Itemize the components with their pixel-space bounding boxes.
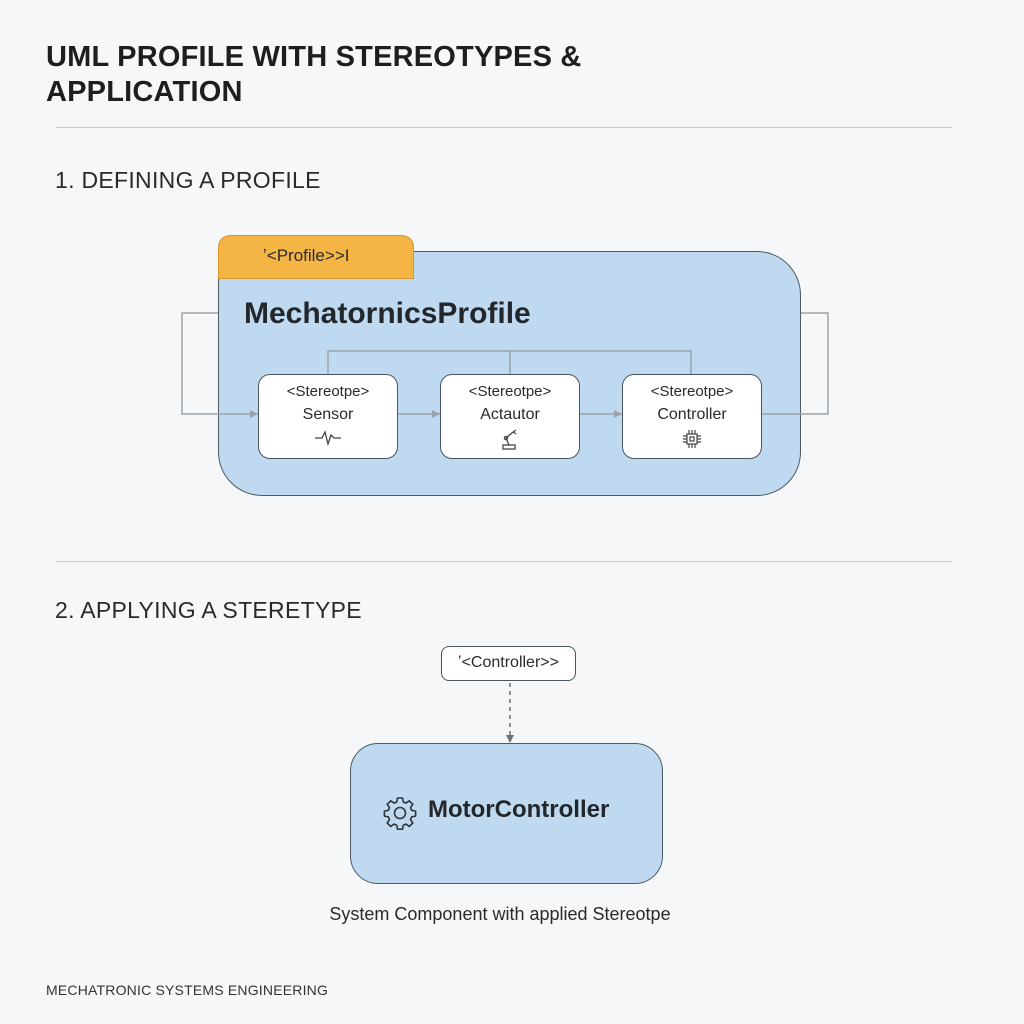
stereotype-actuator[interactable]: <Stereotpe> Actautor: [440, 374, 580, 459]
stereotype-keyword: <Stereotpe>: [650, 383, 734, 400]
applied-stereotype-label[interactable]: ʼ<Controller>>: [441, 646, 576, 681]
robot-arm-icon: [502, 429, 517, 450]
diagram-title: UML PROFILE WITH STEREOTYPES & APPLICATI…: [46, 41, 582, 108]
footer-text: MECHATRONIC SYSTEMS ENGINEERING: [46, 982, 329, 998]
stereotype-name: Controller: [657, 406, 727, 423]
stereotype-keyword: <Stereotpe>: [468, 383, 552, 400]
stereotype-sensor[interactable]: <Stereotpe> Sensor: [258, 374, 398, 459]
section-heading-applying-stereotype: 2. APPLYING A STERETYPE: [55, 597, 362, 623]
section-heading-defining-profile: 1. DEFINING A PROFILE: [55, 167, 321, 193]
stereotype-name: Sensor: [302, 406, 354, 423]
component-caption: System Component with applied Stereotpe: [329, 904, 671, 924]
divider-top: [56, 127, 952, 128]
motor-controller-component[interactable]: [350, 743, 663, 884]
profile-package-tab: ʼ<Profile>>I: [218, 235, 414, 279]
waveform-icon: [315, 430, 341, 446]
stereotype-controller[interactable]: <Stereotpe> Controller: [622, 374, 762, 459]
stereotype-name: Actautor: [480, 406, 540, 423]
chip-icon: [683, 430, 701, 448]
component-name: MotorController: [428, 796, 610, 823]
divider-middle: [56, 561, 952, 562]
profile-name: MechatornicsProfile: [244, 297, 531, 330]
stereotype-keyword: <Stereotpe>: [286, 383, 370, 400]
gear-icon: [383, 797, 417, 830]
